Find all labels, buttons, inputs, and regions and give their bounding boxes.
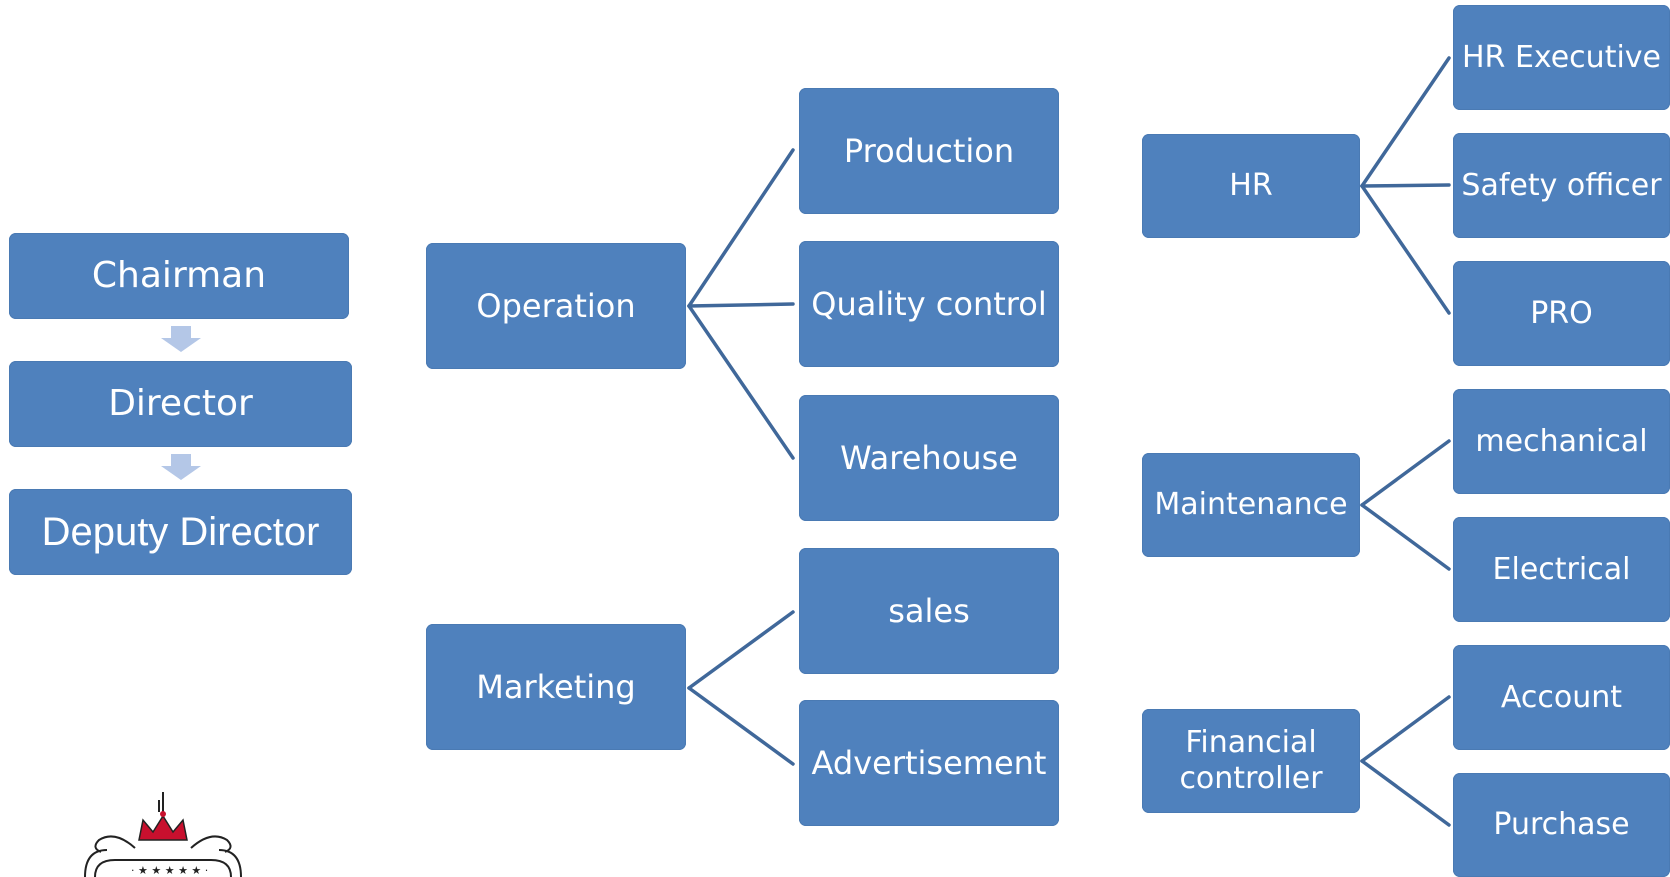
chairman-box: Chairman — [9, 233, 349, 319]
financial-controller-box: Financial controller — [1142, 709, 1360, 813]
warehouse-label: Warehouse — [840, 438, 1018, 477]
sales-box: sales — [799, 548, 1059, 674]
connector-marketing-sales — [687, 610, 795, 690]
connector-maintenance-electrical — [1360, 503, 1451, 571]
director-box: Director — [9, 361, 352, 447]
advertisement-box: Advertisement — [799, 700, 1059, 826]
deputy-director-box: Deputy Director — [9, 489, 352, 575]
connector-operation-quality — [687, 302, 795, 308]
advertisement-label: Advertisement — [811, 743, 1047, 782]
account-label: Account — [1500, 679, 1623, 715]
logo-stars-icon: · ★ ★ ★ ★ ★ · — [131, 864, 208, 877]
operation-box: Operation — [426, 243, 686, 369]
connector-marketing-advertisement — [687, 686, 795, 766]
operation-label: Operation — [476, 286, 636, 325]
marketing-box: Marketing — [426, 624, 686, 750]
safety-officer-label: Safety officer — [1461, 167, 1662, 203]
connector-financial-purchase — [1360, 759, 1451, 827]
connector-financial-account — [1360, 695, 1451, 763]
electrical-box: Electrical — [1453, 517, 1670, 622]
account-box: Account — [1453, 645, 1670, 750]
production-label: Production — [843, 131, 1015, 170]
hr-box: HR — [1142, 134, 1360, 238]
safety-officer-box: Safety officer — [1453, 133, 1670, 238]
crown-emblem-icon: · ★ ★ ★ ★ ★ · — [84, 792, 242, 877]
quality-control-box: Quality control — [799, 241, 1059, 367]
pro-label: PRO — [1530, 295, 1593, 331]
maintenance-label: Maintenance — [1154, 487, 1348, 522]
warehouse-box: Warehouse — [799, 395, 1059, 521]
marketing-label: Marketing — [476, 667, 636, 706]
connector-hr-safety — [1360, 183, 1451, 188]
mechanical-box: mechanical — [1453, 389, 1670, 494]
hr-label: HR — [1229, 168, 1273, 203]
chairman-label: Chairman — [91, 255, 267, 297]
connector-hr-executive — [1360, 56, 1451, 188]
director-label: Director — [108, 383, 253, 425]
pro-box: PRO — [1453, 261, 1670, 366]
connector-maintenance-mechanical — [1360, 439, 1451, 507]
down-arrow-icon — [161, 454, 201, 480]
sales-label: sales — [888, 591, 970, 630]
hr-executive-label: HR Executive — [1462, 39, 1661, 75]
connector-hr-pro — [1360, 184, 1451, 315]
purchase-box: Purchase — [1453, 773, 1670, 877]
down-arrow-icon — [161, 326, 201, 352]
connector-operation-production — [687, 148, 795, 308]
hr-executive-box: HR Executive — [1453, 5, 1670, 110]
mechanical-label: mechanical — [1475, 423, 1648, 459]
maintenance-box: Maintenance — [1142, 453, 1360, 557]
connector-operation-warehouse — [687, 304, 795, 460]
purchase-label: Purchase — [1493, 807, 1630, 842]
electrical-label: Electrical — [1492, 551, 1631, 587]
financial-controller-label: Financial controller — [1179, 725, 1323, 796]
deputy-director-label: Deputy Director — [41, 510, 320, 554]
quality-control-label: Quality control — [811, 284, 1047, 323]
production-box: Production — [799, 88, 1059, 214]
